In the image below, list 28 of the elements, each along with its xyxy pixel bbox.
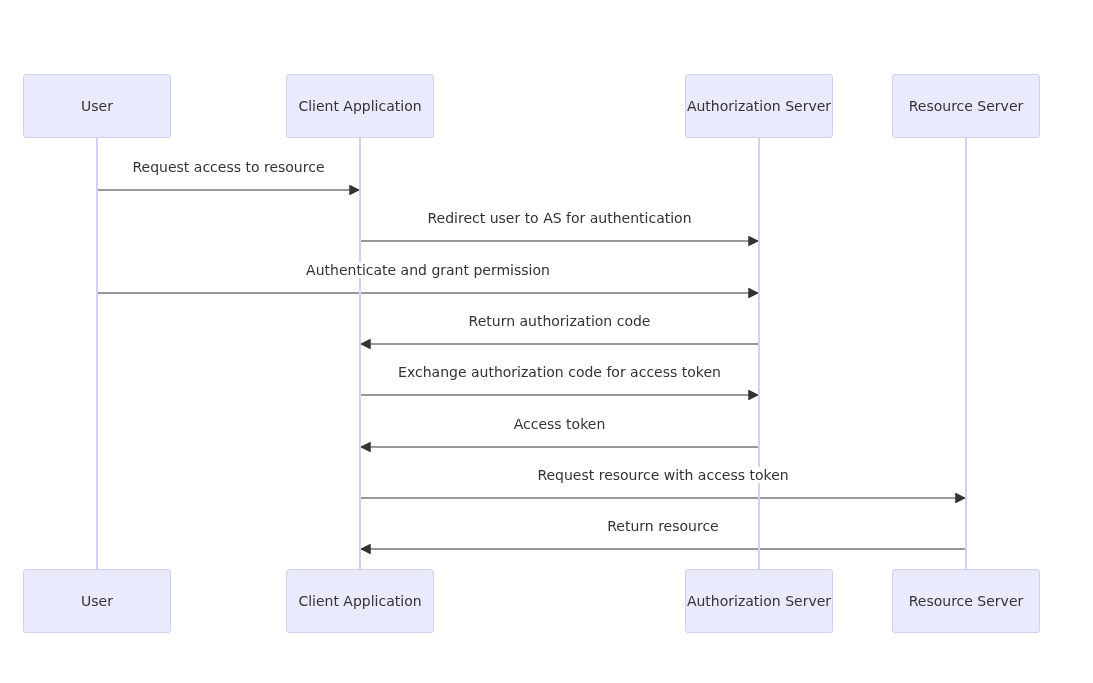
message-arrow (359, 338, 759, 350)
message-arrow (360, 389, 760, 401)
participant-box: Resource Server (892, 569, 1040, 633)
edge-label: Access token (511, 416, 608, 432)
participant-box: User (23, 569, 171, 633)
participant-box: Resource Server (892, 74, 1040, 138)
message-arrow (360, 492, 967, 504)
edge-label: Request access to resource (130, 159, 327, 175)
participant-box: Client Application (286, 74, 434, 138)
lifeline (758, 138, 760, 569)
edge-label: Request resource with access token (535, 467, 791, 483)
lifeline (96, 138, 98, 569)
message-arrow (359, 543, 966, 555)
edge-label: Return resource (605, 518, 721, 534)
message-arrow (97, 184, 361, 196)
edge-label: Exchange authorization code for access token (396, 364, 723, 380)
participant-box: Authorization Server (685, 74, 833, 138)
edge-label: Authenticate and grant permission (304, 262, 552, 278)
message-arrow (97, 287, 760, 299)
lifeline (965, 138, 967, 569)
lifeline (359, 138, 361, 569)
participant-box: Authorization Server (685, 569, 833, 633)
participant-box: Client Application (286, 569, 434, 633)
message-arrow (359, 441, 759, 453)
edge-label: Return authorization code (466, 313, 653, 329)
participant-box: User (23, 74, 171, 138)
message-arrow (360, 235, 760, 247)
edge-label: Redirect user to AS for authentication (425, 210, 694, 226)
